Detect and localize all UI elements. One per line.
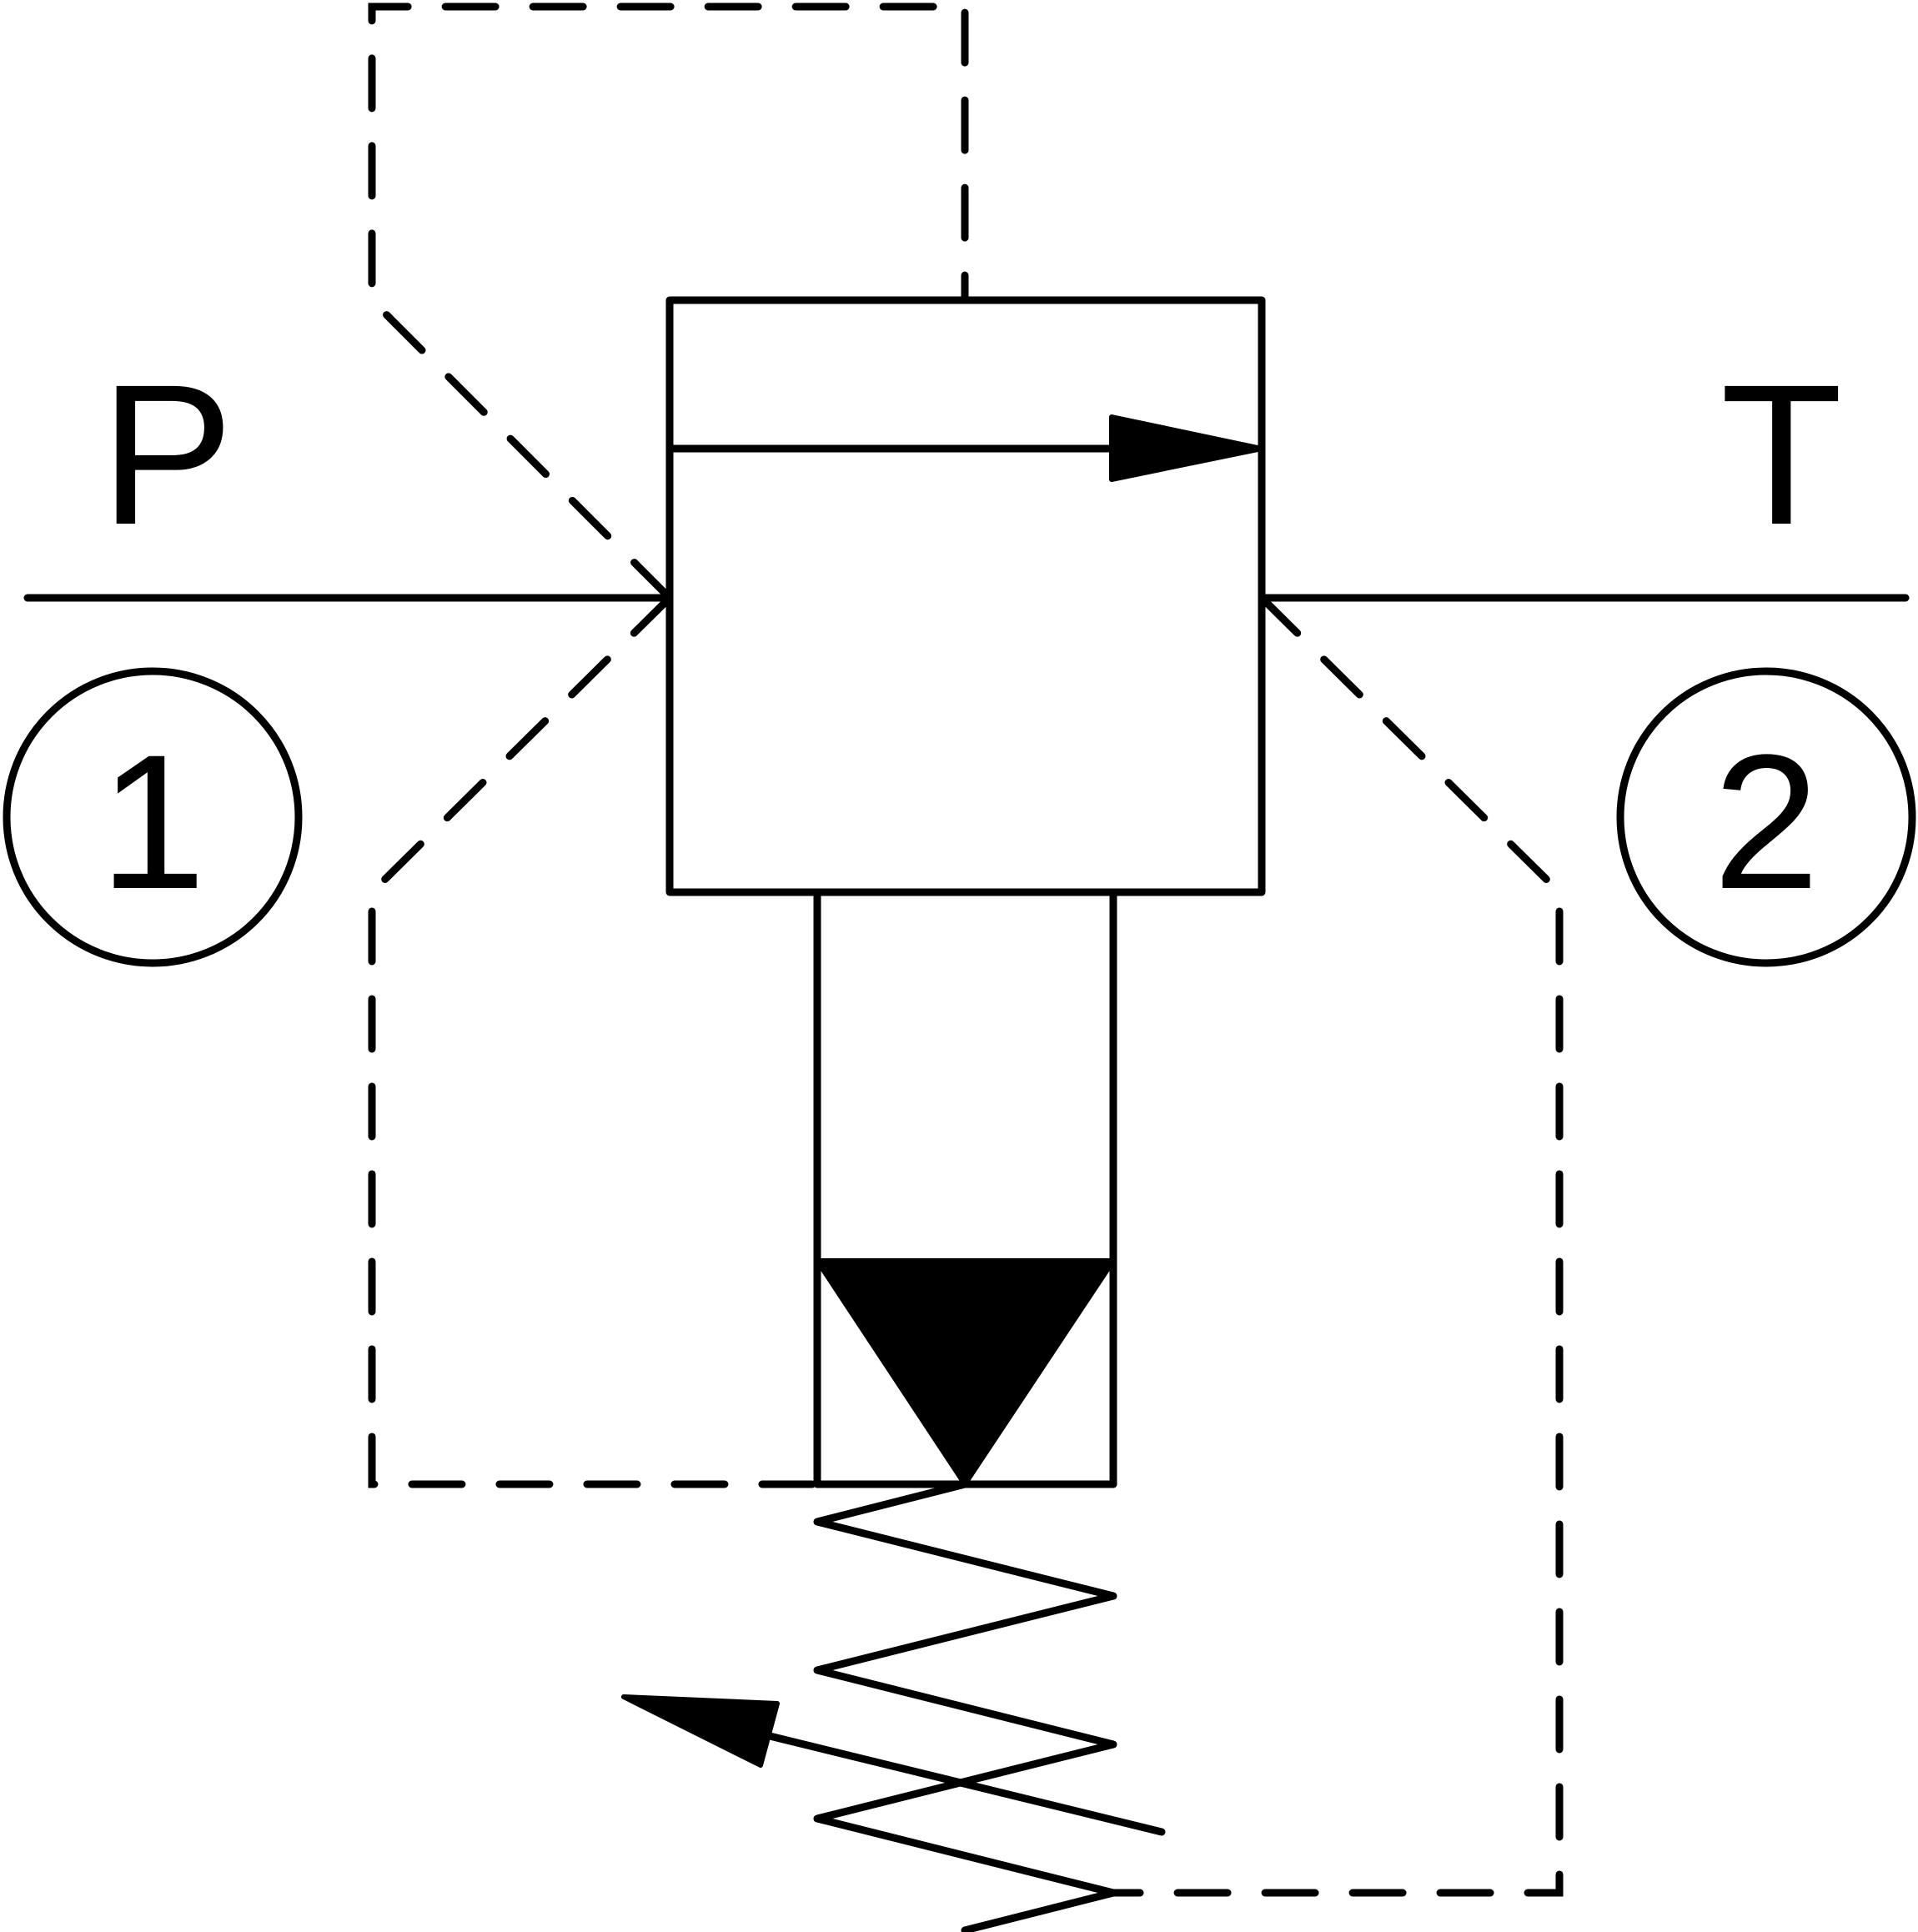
pilot-line-lower <box>368 594 821 1488</box>
adjust-arrow-line <box>759 1730 1166 1836</box>
flow-arrow-head <box>1109 414 1264 482</box>
valve-body <box>665 296 1266 896</box>
port-1-number: 1 <box>99 715 206 929</box>
pilot-line-upper <box>368 3 969 602</box>
port-p-label: P <box>100 343 233 566</box>
adjust-arrow-head <box>621 1694 780 1768</box>
spring-icon <box>813 1480 1117 1932</box>
port-t-label: T <box>1720 343 1843 566</box>
port-1-circle <box>3 667 303 967</box>
valve-seat-triangle <box>815 1258 1116 1487</box>
port-2-number: 2 <box>1713 715 1820 929</box>
port-2-circle <box>1616 667 1916 967</box>
drain-line <box>1109 594 1564 1897</box>
